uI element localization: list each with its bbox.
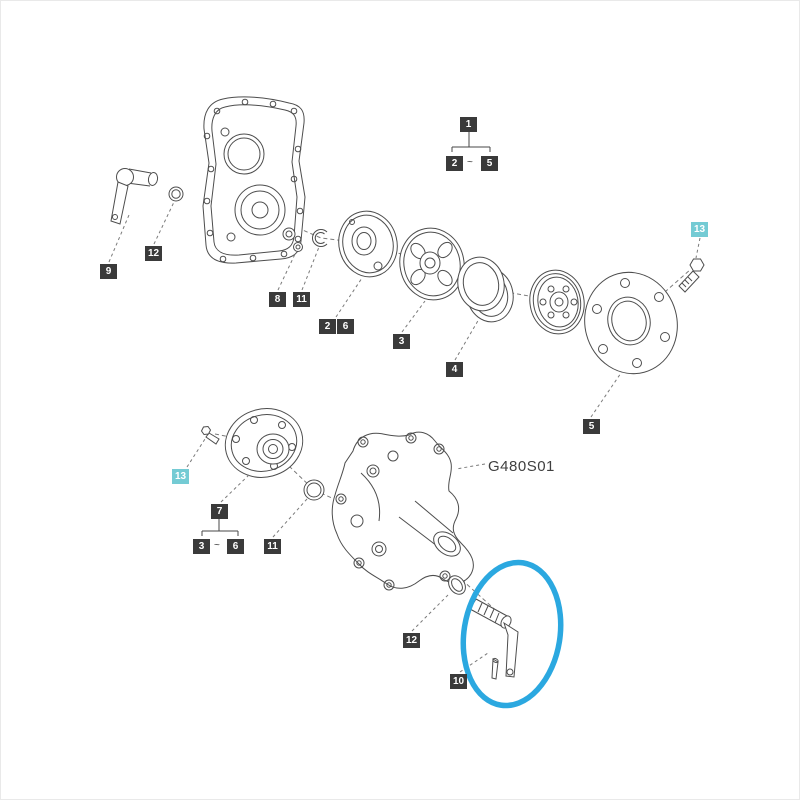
leader-lines	[108, 201, 701, 673]
part-label-2[interactable]: 2	[319, 319, 336, 334]
hub-flange-drawing	[224, 408, 304, 478]
part-label-5-range[interactable]: 5	[481, 156, 498, 171]
part-label-13-left[interactable]: 13	[172, 469, 189, 484]
clutch-disc-drawing	[399, 227, 465, 301]
part-label-13-right[interactable]: 13	[691, 222, 708, 237]
hex-bolt-right-drawing	[678, 258, 705, 293]
part-label-5[interactable]: 5	[583, 419, 600, 434]
part-label-9[interactable]: 9	[100, 264, 117, 279]
mounting-flange-drawing	[584, 271, 678, 375]
model-code-label: G480S01	[488, 458, 555, 475]
tilde-top: ~	[467, 157, 473, 168]
part-label-11-top[interactable]: 11	[293, 292, 310, 307]
part-label-12-top[interactable]: 12	[145, 246, 162, 261]
part-label-2-range[interactable]: 2	[446, 156, 463, 171]
gear-housing-drawing	[331, 431, 474, 591]
o-ring-bottom-drawing	[448, 575, 466, 595]
ball-plug-drawing	[293, 242, 303, 252]
seal-cover-drawing	[338, 210, 398, 278]
o-ring-small-drawing	[168, 186, 184, 202]
part-label-7[interactable]: 7	[211, 504, 228, 519]
part-label-6-range[interactable]: 6	[227, 539, 244, 554]
part-label-8[interactable]: 8	[269, 292, 286, 307]
part-label-4[interactable]: 4	[446, 362, 463, 377]
o-ring-mid-drawing	[303, 479, 325, 501]
part-label-1[interactable]: 1	[460, 117, 477, 132]
clutch-pulley-drawing	[529, 269, 585, 335]
group-brackets	[201, 132, 491, 536]
part-label-3[interactable]: 3	[393, 334, 410, 349]
part-label-10[interactable]: 10	[450, 674, 467, 689]
part-label-12-bottom[interactable]: 12	[403, 633, 420, 648]
friction-rings-drawing	[457, 256, 514, 323]
side-cover-plate-drawing	[202, 96, 306, 264]
shift-lever-drawing	[110, 168, 159, 225]
hex-bolt-left-drawing	[200, 425, 220, 445]
part-label-3-range[interactable]: 3	[193, 539, 210, 554]
highlight-ellipse	[460, 559, 564, 709]
part-label-11-mid[interactable]: 11	[264, 539, 281, 554]
part-label-6[interactable]: 6	[337, 319, 354, 334]
snap-ring-drawing	[312, 229, 328, 247]
tilde-mid: ~	[214, 540, 220, 551]
control-lever-drawing	[469, 598, 519, 680]
